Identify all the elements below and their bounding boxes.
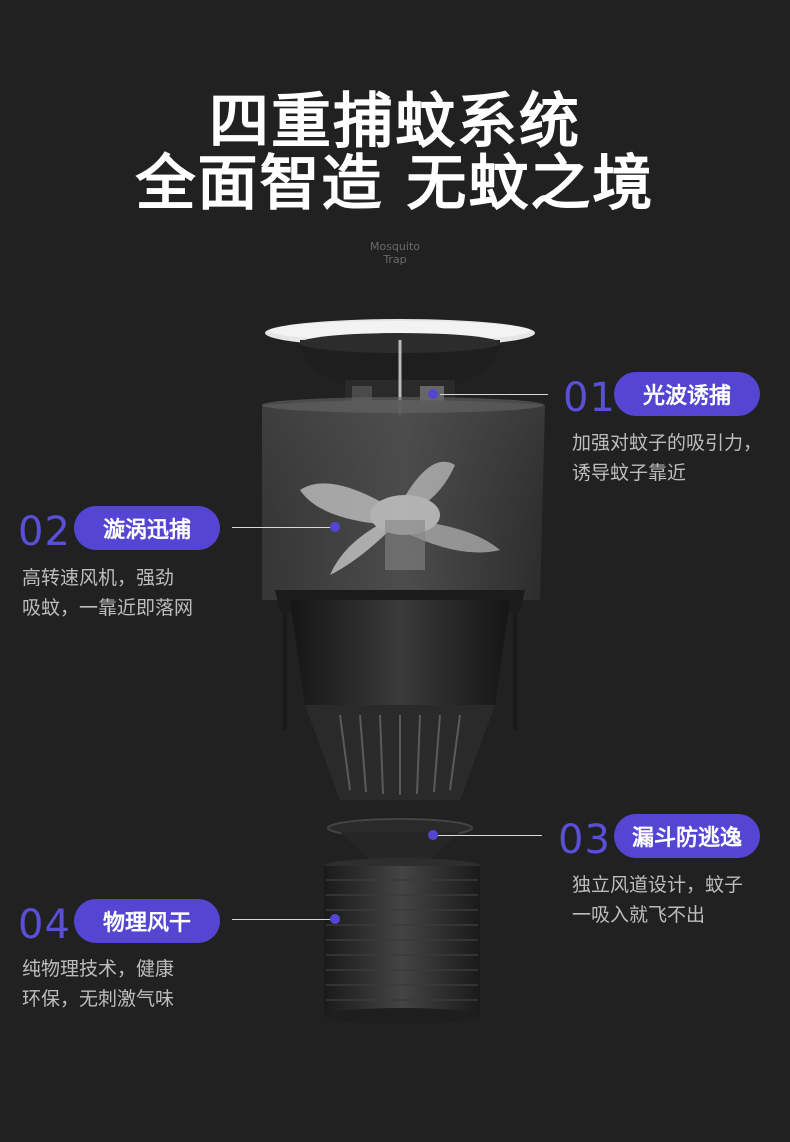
mesh-canister xyxy=(324,858,480,1024)
feature-number-01: 01 xyxy=(563,375,616,421)
feature-desc-03: 独立风道设计，蚊子 一吸入就飞不出 xyxy=(572,870,743,930)
feature-desc-03-line-2: 一吸入就飞不出 xyxy=(572,904,706,926)
feature-title-01: 光波诱捕 xyxy=(614,372,760,416)
brand-mark: Mosquito Trap xyxy=(345,240,445,266)
feature-title-04: 物理风干 xyxy=(74,899,220,943)
leader-line-02 xyxy=(232,527,332,528)
pointer-dot-03 xyxy=(428,830,438,840)
feature-desc-01-line-2: 诱导蚊子靠近 xyxy=(572,462,687,484)
pointer-dot-01 xyxy=(428,389,438,399)
top-cap xyxy=(265,319,535,415)
feature-desc-03-line-1: 独立风道设计，蚊子 xyxy=(572,874,744,896)
feature-desc-01-line-1: 加强对蚊子的吸引力， xyxy=(572,432,763,454)
leader-line-04 xyxy=(232,919,330,920)
pointer-dot-04 xyxy=(330,914,340,924)
feature-number-02: 02 xyxy=(18,509,71,555)
feature-desc-02: 高转速风机，强劲 吸蚊，一靠近即落网 xyxy=(22,563,193,623)
feature-number-03: 03 xyxy=(558,817,611,863)
feature-number-04: 04 xyxy=(18,902,71,948)
feature-desc-02-line-1: 高转速风机，强劲 xyxy=(22,567,175,589)
collection-basket xyxy=(275,590,525,800)
feature-desc-04-line-1: 纯物理技术，健康 xyxy=(22,958,175,980)
brand-mark-line-2: Trap xyxy=(383,253,407,266)
feature-title-03: 漏斗防逃逸 xyxy=(614,814,760,858)
leader-line-01 xyxy=(440,394,548,395)
headline-line-1: 四重捕蚊系统 xyxy=(209,87,581,157)
leader-line-03 xyxy=(438,835,542,836)
feature-desc-04: 纯物理技术，健康 环保，无刺激气味 xyxy=(22,954,174,1014)
fan-blades xyxy=(300,461,500,575)
pointer-dot-02 xyxy=(330,522,340,532)
feature-desc-04-line-2: 环保，无刺激气味 xyxy=(22,988,175,1010)
feature-title-02: 漩涡迅捕 xyxy=(74,506,220,550)
funnel-ring xyxy=(327,818,473,860)
feature-desc-01: 加强对蚊子的吸引力， 诱导蚊子靠近 xyxy=(572,428,762,488)
headline-line-2: 全面智造 无蚊之境 xyxy=(135,149,655,219)
feature-desc-02-line-2: 吸蚊，一靠近即落网 xyxy=(22,597,194,619)
brand-mark-line-1: Mosquito xyxy=(369,240,420,253)
